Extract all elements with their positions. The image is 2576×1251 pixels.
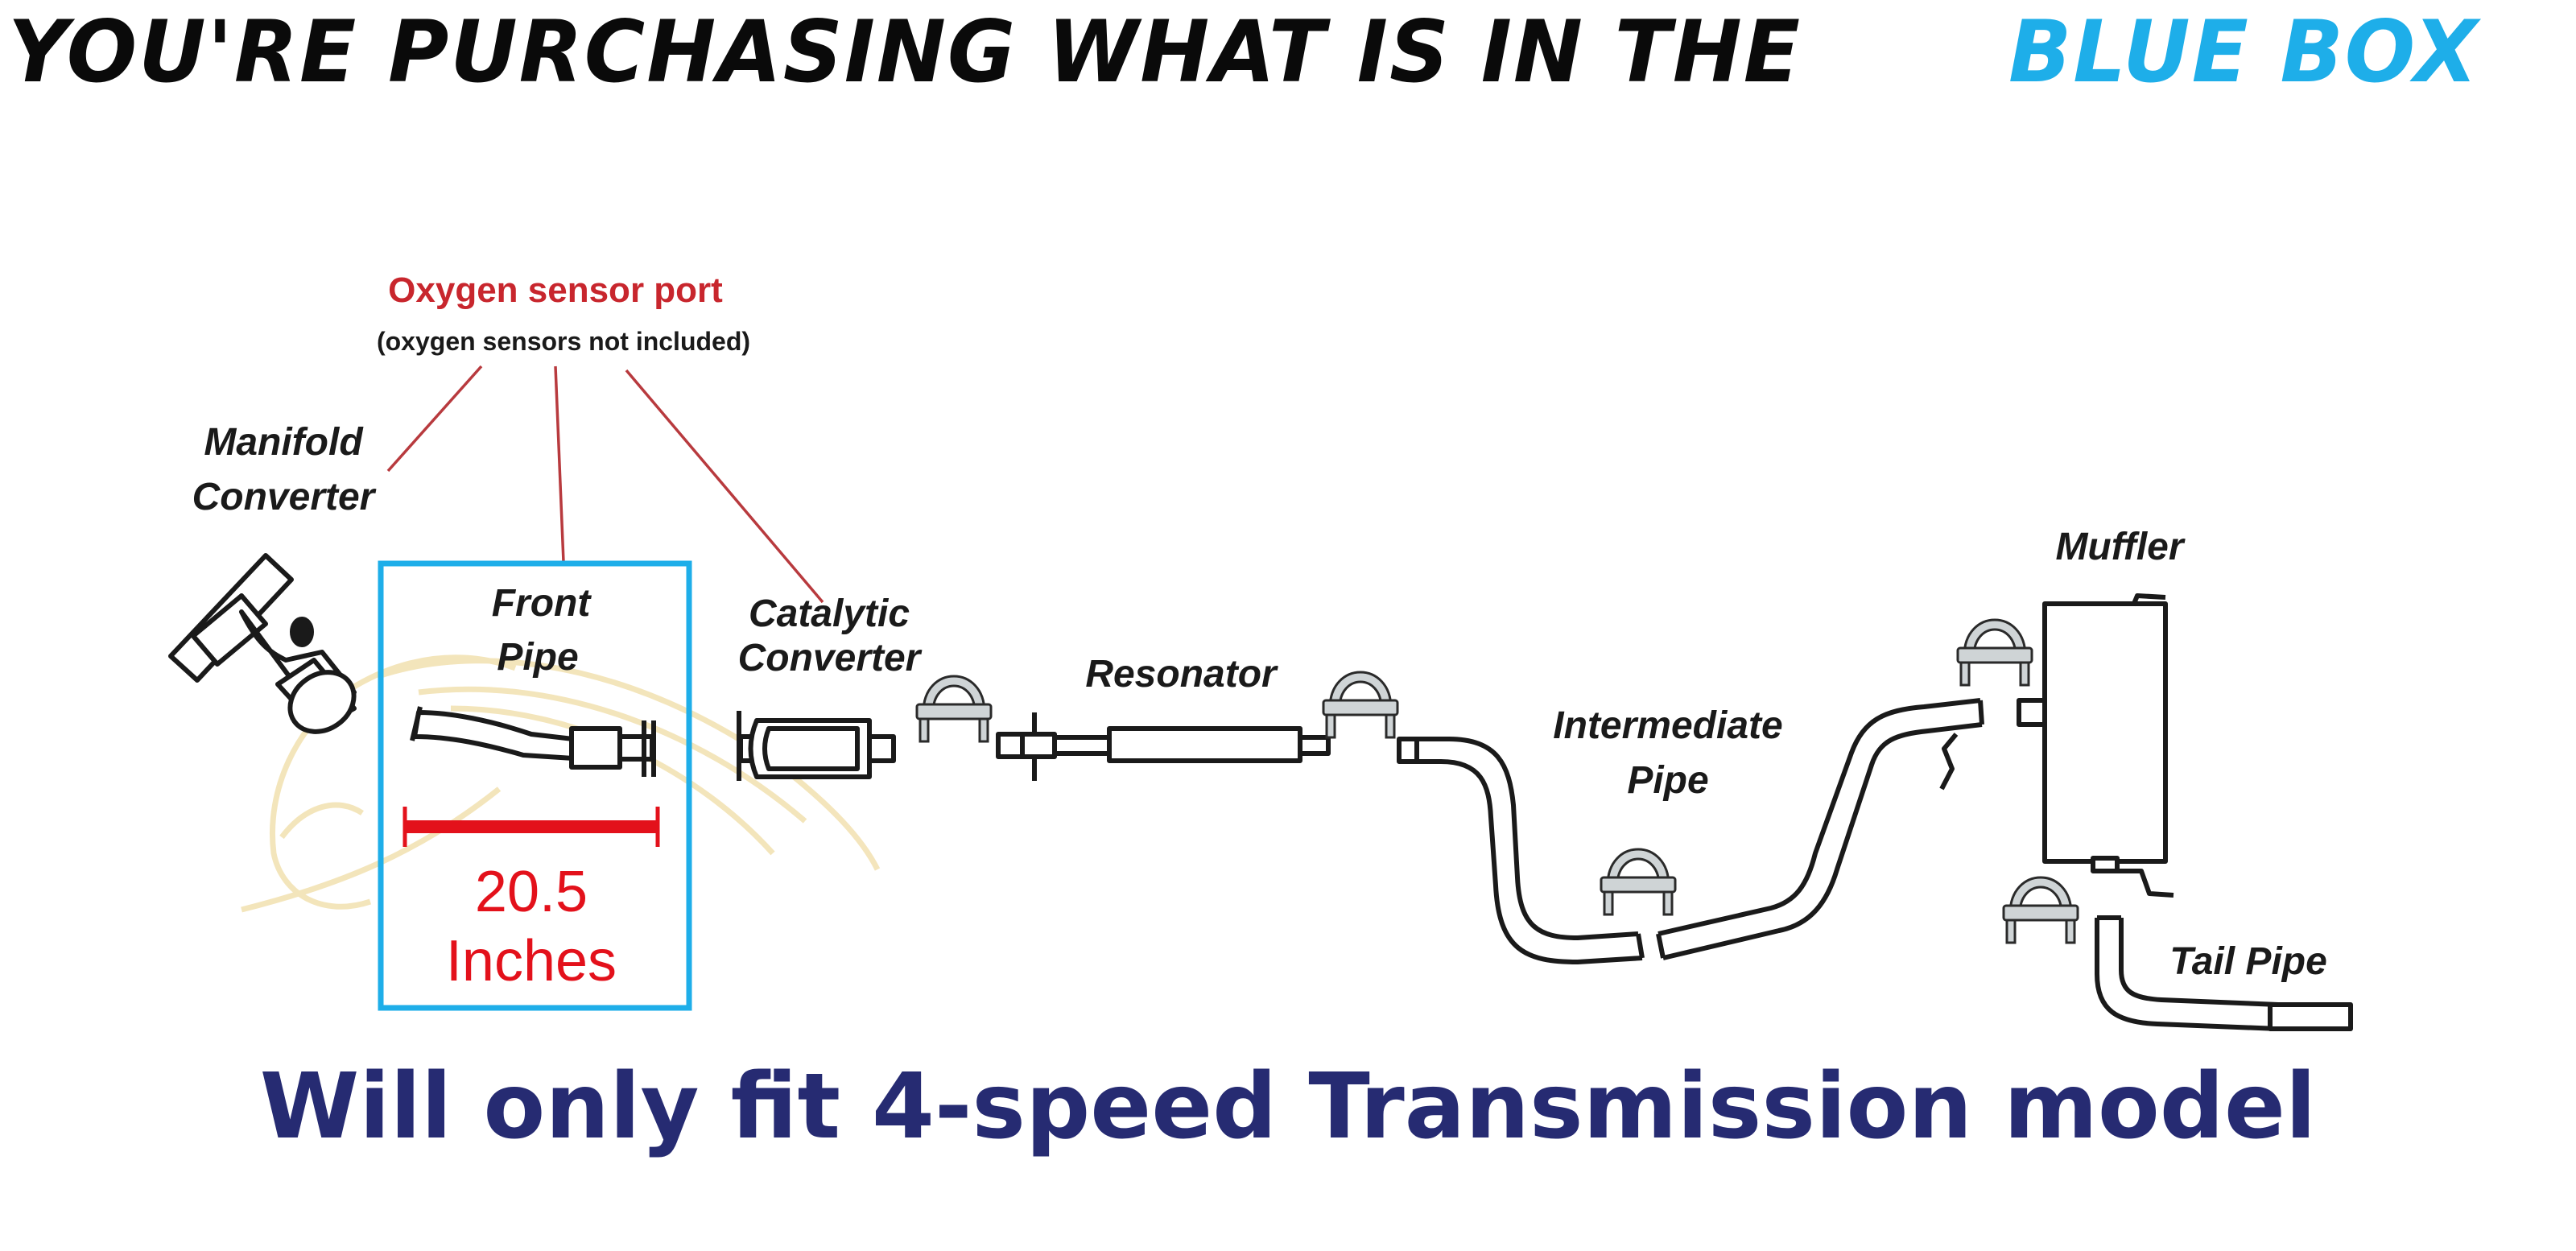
clamp-icon	[2002, 876, 2079, 944]
catalytic-converter-part	[737, 711, 896, 781]
manifold-converter-label-1: Manifold	[204, 421, 364, 464]
muffler-part	[1939, 593, 2174, 898]
oxygen-sensor-leader-lines	[386, 365, 824, 604]
manifold-converter-part	[168, 553, 357, 734]
measurement-value: 20.5	[475, 860, 588, 924]
resonator-part	[996, 712, 1331, 781]
intermediate-pipe-label-2: Pipe	[1627, 759, 1708, 802]
intermediate-pipe-label-1: Intermediate	[1553, 704, 1782, 747]
muffler-label: Muffler	[2055, 526, 2185, 568]
manifold-converter-label-2: Converter	[192, 476, 377, 518]
front-pipe-label-2: Pipe	[497, 636, 578, 679]
tail-pipe-label: Tail Pipe	[2169, 940, 2327, 983]
tail-pipe-part	[2095, 915, 2353, 1031]
clamp-icon	[1600, 848, 1677, 916]
banner-text: YOU'RE PURCHASING WHAT IS IN THE	[8, 2, 1802, 101]
clamp-icon	[1322, 671, 1399, 739]
front-pipe-part	[410, 706, 656, 777]
catalytic-converter-label-2: Converter	[738, 637, 923, 679]
catalytic-converter-label-1: Catalytic	[749, 592, 910, 635]
length-measurement-bar	[402, 807, 660, 847]
front-pipe-label-1: Front	[492, 582, 592, 625]
pipe-clamps	[915, 618, 2079, 944]
purchase-banner: YOU'RE PURCHASING WHAT IS IN THE BLUE BO…	[0, 0, 2576, 105]
banner-highlight: BLUE BOX	[2008, 2, 2479, 101]
measurement-unit: Inches	[446, 929, 617, 993]
oxygen-sensor-note: (oxygen sensors not included)	[377, 327, 750, 356]
intermediate-pipe-part	[1397, 698, 1984, 964]
oxygen-sensor-title: Oxygen sensor port	[388, 270, 723, 310]
compatibility-note: Will only fit 4-speed Transmission model	[259, 1055, 2317, 1159]
blue-box	[378, 560, 692, 1011]
clamp-icon	[915, 675, 993, 743]
resonator-label: Resonator	[1085, 653, 1278, 696]
clamp-icon	[1956, 618, 2033, 687]
